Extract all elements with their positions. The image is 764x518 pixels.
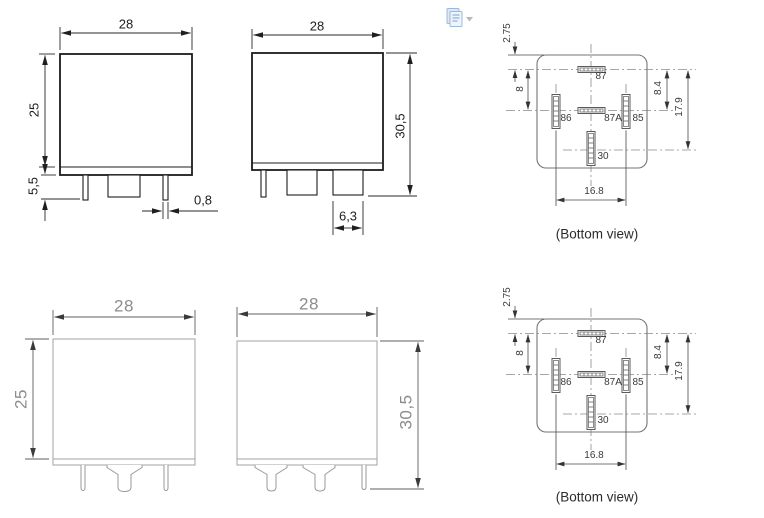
dim-span-top: 16.8 (584, 186, 604, 197)
side-view-bottom (236, 307, 424, 492)
side-view-top (251, 29, 417, 235)
dim-edge-to-pin-bottom: 2.75 (502, 287, 513, 307)
dim-height-side-bottom: 30,5 (396, 394, 416, 430)
pin-label-87-bottom: 87 (595, 335, 607, 346)
dim-total-bottom: 17.9 (674, 361, 685, 381)
pin-label-85-bottom: 85 (632, 377, 644, 388)
pin-label-30-top: 30 (597, 151, 609, 162)
paste-options-icon[interactable] (444, 6, 478, 34)
dim-pitch-right-bottom: 8.4 (653, 345, 664, 359)
dim-width-side-top: 28 (309, 18, 325, 34)
bottom-pin-view (506, 42, 696, 206)
dim-pitch-left-bottom: 8 (515, 350, 526, 356)
dim-pin-length-front-top: 5,5 (25, 176, 41, 196)
dim-width-side-bottom: 28 (299, 294, 319, 314)
dim-height-front-bottom: 25 (11, 389, 31, 409)
dim-span-bottom: 16.8 (584, 450, 604, 461)
front-view-bottom (25, 310, 196, 493)
pin-label-30-bottom: 30 (597, 415, 609, 426)
pin-label-87a-top: 87A (604, 113, 622, 124)
dim-pitch-left-top: 8 (515, 86, 526, 92)
dropdown-arrow-icon (466, 17, 473, 22)
dim-height-front-top: 25 (26, 102, 42, 118)
dim-total-top: 17.9 (674, 97, 685, 117)
caption-bottom-view-top: (Bottom view) (555, 226, 639, 242)
front-view-top (39, 27, 218, 221)
pin-label-87a-bottom: 87A (604, 377, 622, 388)
dim-pitch-right-top: 8.4 (653, 81, 664, 95)
pin-label-86-bottom: 86 (560, 377, 572, 388)
pin-label-86-top: 86 (560, 113, 572, 124)
dim-width-front-bottom: 28 (114, 296, 134, 316)
dim-edge-to-pin-top: 2.75 (502, 23, 513, 43)
dim-height-side-top: 30,5 (392, 113, 408, 139)
pin-label-85-top: 85 (632, 113, 644, 124)
dim-pin-width-front-top: 0,8 (193, 192, 213, 208)
dim-width-front-top: 28 (118, 16, 134, 32)
pin-label-87-top: 87 (595, 71, 607, 82)
bottom-pin-view-copy (506, 306, 696, 470)
caption-bottom-view-bottom: (Bottom view) (555, 489, 639, 505)
dim-tab-width-side-top: 6,3 (338, 208, 358, 224)
